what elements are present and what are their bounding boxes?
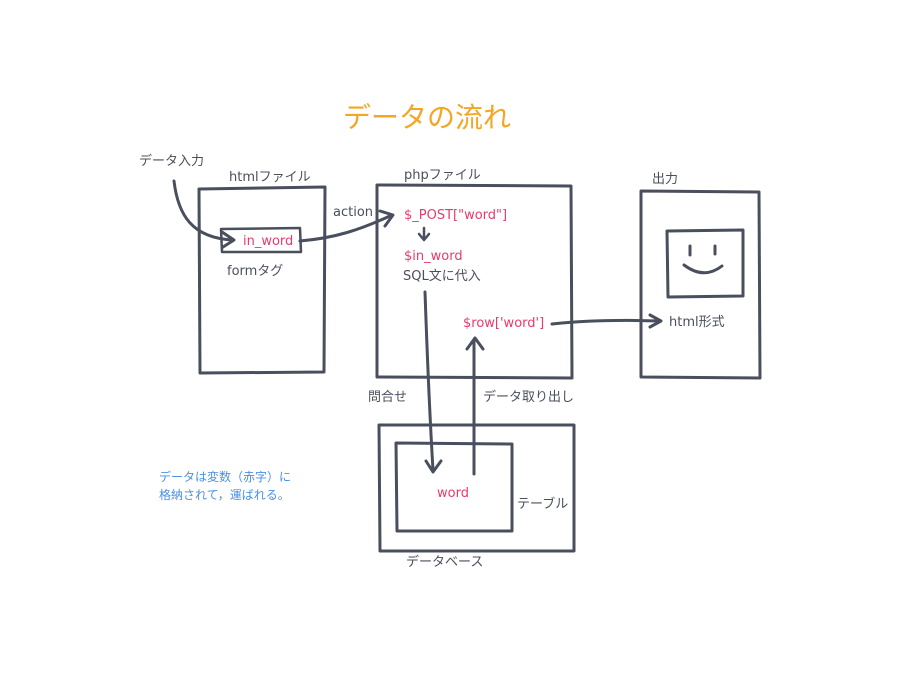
php-file-box [375, 183, 574, 380]
php-file-label: phpファイル [404, 168, 481, 183]
in-word-variable: $in_word [404, 249, 463, 264]
screen-box [665, 228, 745, 299]
query-label: 問合せ [368, 390, 408, 405]
html-format-label: html形式 [669, 315, 725, 330]
html-file-box [197, 185, 327, 375]
input-label: データ入力 [139, 154, 205, 169]
smiley-face-icon [682, 244, 724, 275]
note-line-1: データは変数（赤字）に [159, 470, 292, 484]
row-variable: $row['word'] [463, 316, 545, 331]
form-tag-label: formタグ [227, 264, 284, 279]
html-file-label: htmlファイル [229, 170, 311, 185]
action-arrow [298, 209, 395, 243]
input-arrow [172, 179, 236, 249]
diagram-title: データの流れ [343, 101, 512, 134]
database-label: データベース [406, 555, 484, 570]
output-box [639, 189, 762, 380]
table-label: テーブル [517, 497, 569, 512]
action-label: action [333, 205, 374, 220]
query-arrow [423, 290, 443, 474]
post-variable: $_POST["word"] [404, 208, 508, 223]
note-text: データは変数（赤字）に 格納されて，運ばれる。 [159, 468, 329, 504]
output-label: 出力 [652, 172, 679, 187]
fetch-label: データ取り出し [483, 390, 575, 405]
in-word-field: in_word [243, 234, 294, 249]
database-box [377, 423, 576, 553]
output-arrow [550, 313, 663, 329]
word-column: word [437, 486, 469, 501]
sql-label: SQL文に代入 [403, 269, 481, 284]
assign-arrow [417, 226, 431, 242]
in-word-box [219, 226, 303, 254]
fetch-arrow [465, 336, 485, 476]
note-line-2: 格納されて，運ばれる。 [159, 488, 290, 502]
